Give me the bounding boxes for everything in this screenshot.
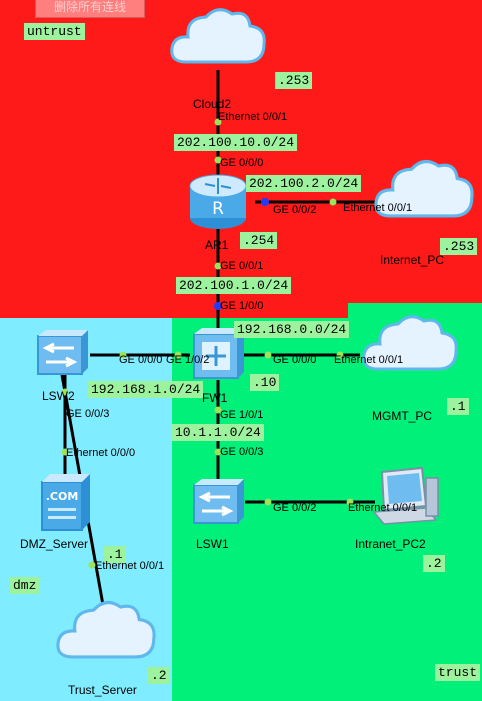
internet-pc-cloud-icon[interactable] <box>372 155 476 227</box>
port-dot <box>261 198 269 206</box>
port-dot <box>214 302 222 310</box>
cloud2-icon[interactable] <box>168 4 268 72</box>
svg-text:.COM: .COM <box>46 490 79 503</box>
switch-lsw2-icon[interactable] <box>32 328 88 378</box>
port-label: Ethernet 0/0/1 <box>218 111 288 123</box>
device-name: LSW2 <box>42 389 75 403</box>
host-label: .253 <box>275 72 313 89</box>
port-dot <box>119 351 127 359</box>
firewall-icon[interactable] <box>188 328 244 384</box>
port-label: GE 0/0/2 <box>273 204 317 216</box>
host-label: .253 <box>440 238 478 255</box>
device-name: FW1 <box>202 391 228 405</box>
port-dot <box>329 198 337 206</box>
port-dot <box>61 388 69 396</box>
port-label: GE 0/0/0 <box>273 354 317 366</box>
port-dot <box>214 262 222 270</box>
port-label: Ethernet 0/0/0 <box>66 447 136 459</box>
port-label: GE 0/0/0 <box>220 157 264 169</box>
device-name: AR1 <box>205 238 229 252</box>
subnet-label: 10.1.1.0/24 <box>172 424 264 441</box>
port-dot <box>346 498 354 506</box>
port-dot <box>214 156 222 164</box>
port-label: Ethernet 0/0/1 <box>334 354 404 366</box>
host-label: .10 <box>250 374 280 391</box>
subnet-label: 192.168.1.0/24 <box>88 381 204 398</box>
port-label: GE 1/0/0 <box>220 300 264 312</box>
port-dot <box>264 351 272 359</box>
port-label: Ethernet 0/0/1 <box>95 560 165 572</box>
port-dot <box>214 448 222 456</box>
host-label: .2 <box>148 667 170 684</box>
port-dot <box>88 561 96 569</box>
intranet-pc-icon[interactable] <box>370 466 440 528</box>
host-label: .1 <box>104 546 126 563</box>
zone-label-untrust: untrust <box>24 23 85 40</box>
device-name: Trust_Server <box>68 683 137 697</box>
device-name: Internet_PC <box>380 253 445 267</box>
svg-text:R: R <box>212 199 224 219</box>
port-dot <box>174 351 182 359</box>
port-dot <box>336 351 344 359</box>
zone-label-dmz: dmz <box>10 577 40 594</box>
trust-zone-strip <box>348 303 482 321</box>
host-label: .1 <box>447 398 469 415</box>
dmz-server-icon[interactable]: .COM <box>36 472 92 534</box>
device-name: LSW1 <box>196 537 229 551</box>
port-label: GE 0/0/0 <box>119 354 163 366</box>
device-name: MGMT_PC <box>372 409 432 423</box>
port-dot <box>264 498 272 506</box>
host-label: .2 <box>423 555 445 572</box>
device-name: Intranet_PC2 <box>355 537 426 551</box>
trust-server-cloud-icon[interactable] <box>54 596 158 668</box>
subnet-label: 202.100.2.0/24 <box>246 175 362 192</box>
host-label: .254 <box>240 232 278 249</box>
clear-links-button[interactable]: 删除所有连线 <box>35 0 145 18</box>
port-dot <box>214 406 222 414</box>
port-label: GE 1/0/1 <box>220 409 264 421</box>
router-icon[interactable]: R <box>187 170 249 232</box>
mgmt-pc-cloud-icon[interactable] <box>360 310 460 380</box>
device-name: Cloud2 <box>193 97 232 111</box>
port-dot <box>61 448 69 456</box>
subnet-label: 202.100.10.0/24 <box>174 134 298 151</box>
port-label: Ethernet 0/0/1 <box>343 202 413 214</box>
subnet-label: 192.168.0.0/24 <box>234 321 350 338</box>
port-label: Ethernet 0/0/1 <box>348 502 418 514</box>
port-label: GE 0/0/2 <box>273 502 317 514</box>
port-label: GE 1/0/2 <box>166 354 210 366</box>
port-dot <box>214 118 222 126</box>
port-label: GE 0/0/1 <box>220 260 264 272</box>
port-label: GE 0/0/3 <box>220 446 264 458</box>
switch-lsw1-icon[interactable] <box>188 476 244 528</box>
zone-label-trust: trust <box>435 664 481 681</box>
subnet-label: 202.100.1.0/24 <box>176 277 292 294</box>
port-label: GE 0/0/3 <box>66 408 110 420</box>
device-name: DMZ_Server <box>20 537 89 551</box>
